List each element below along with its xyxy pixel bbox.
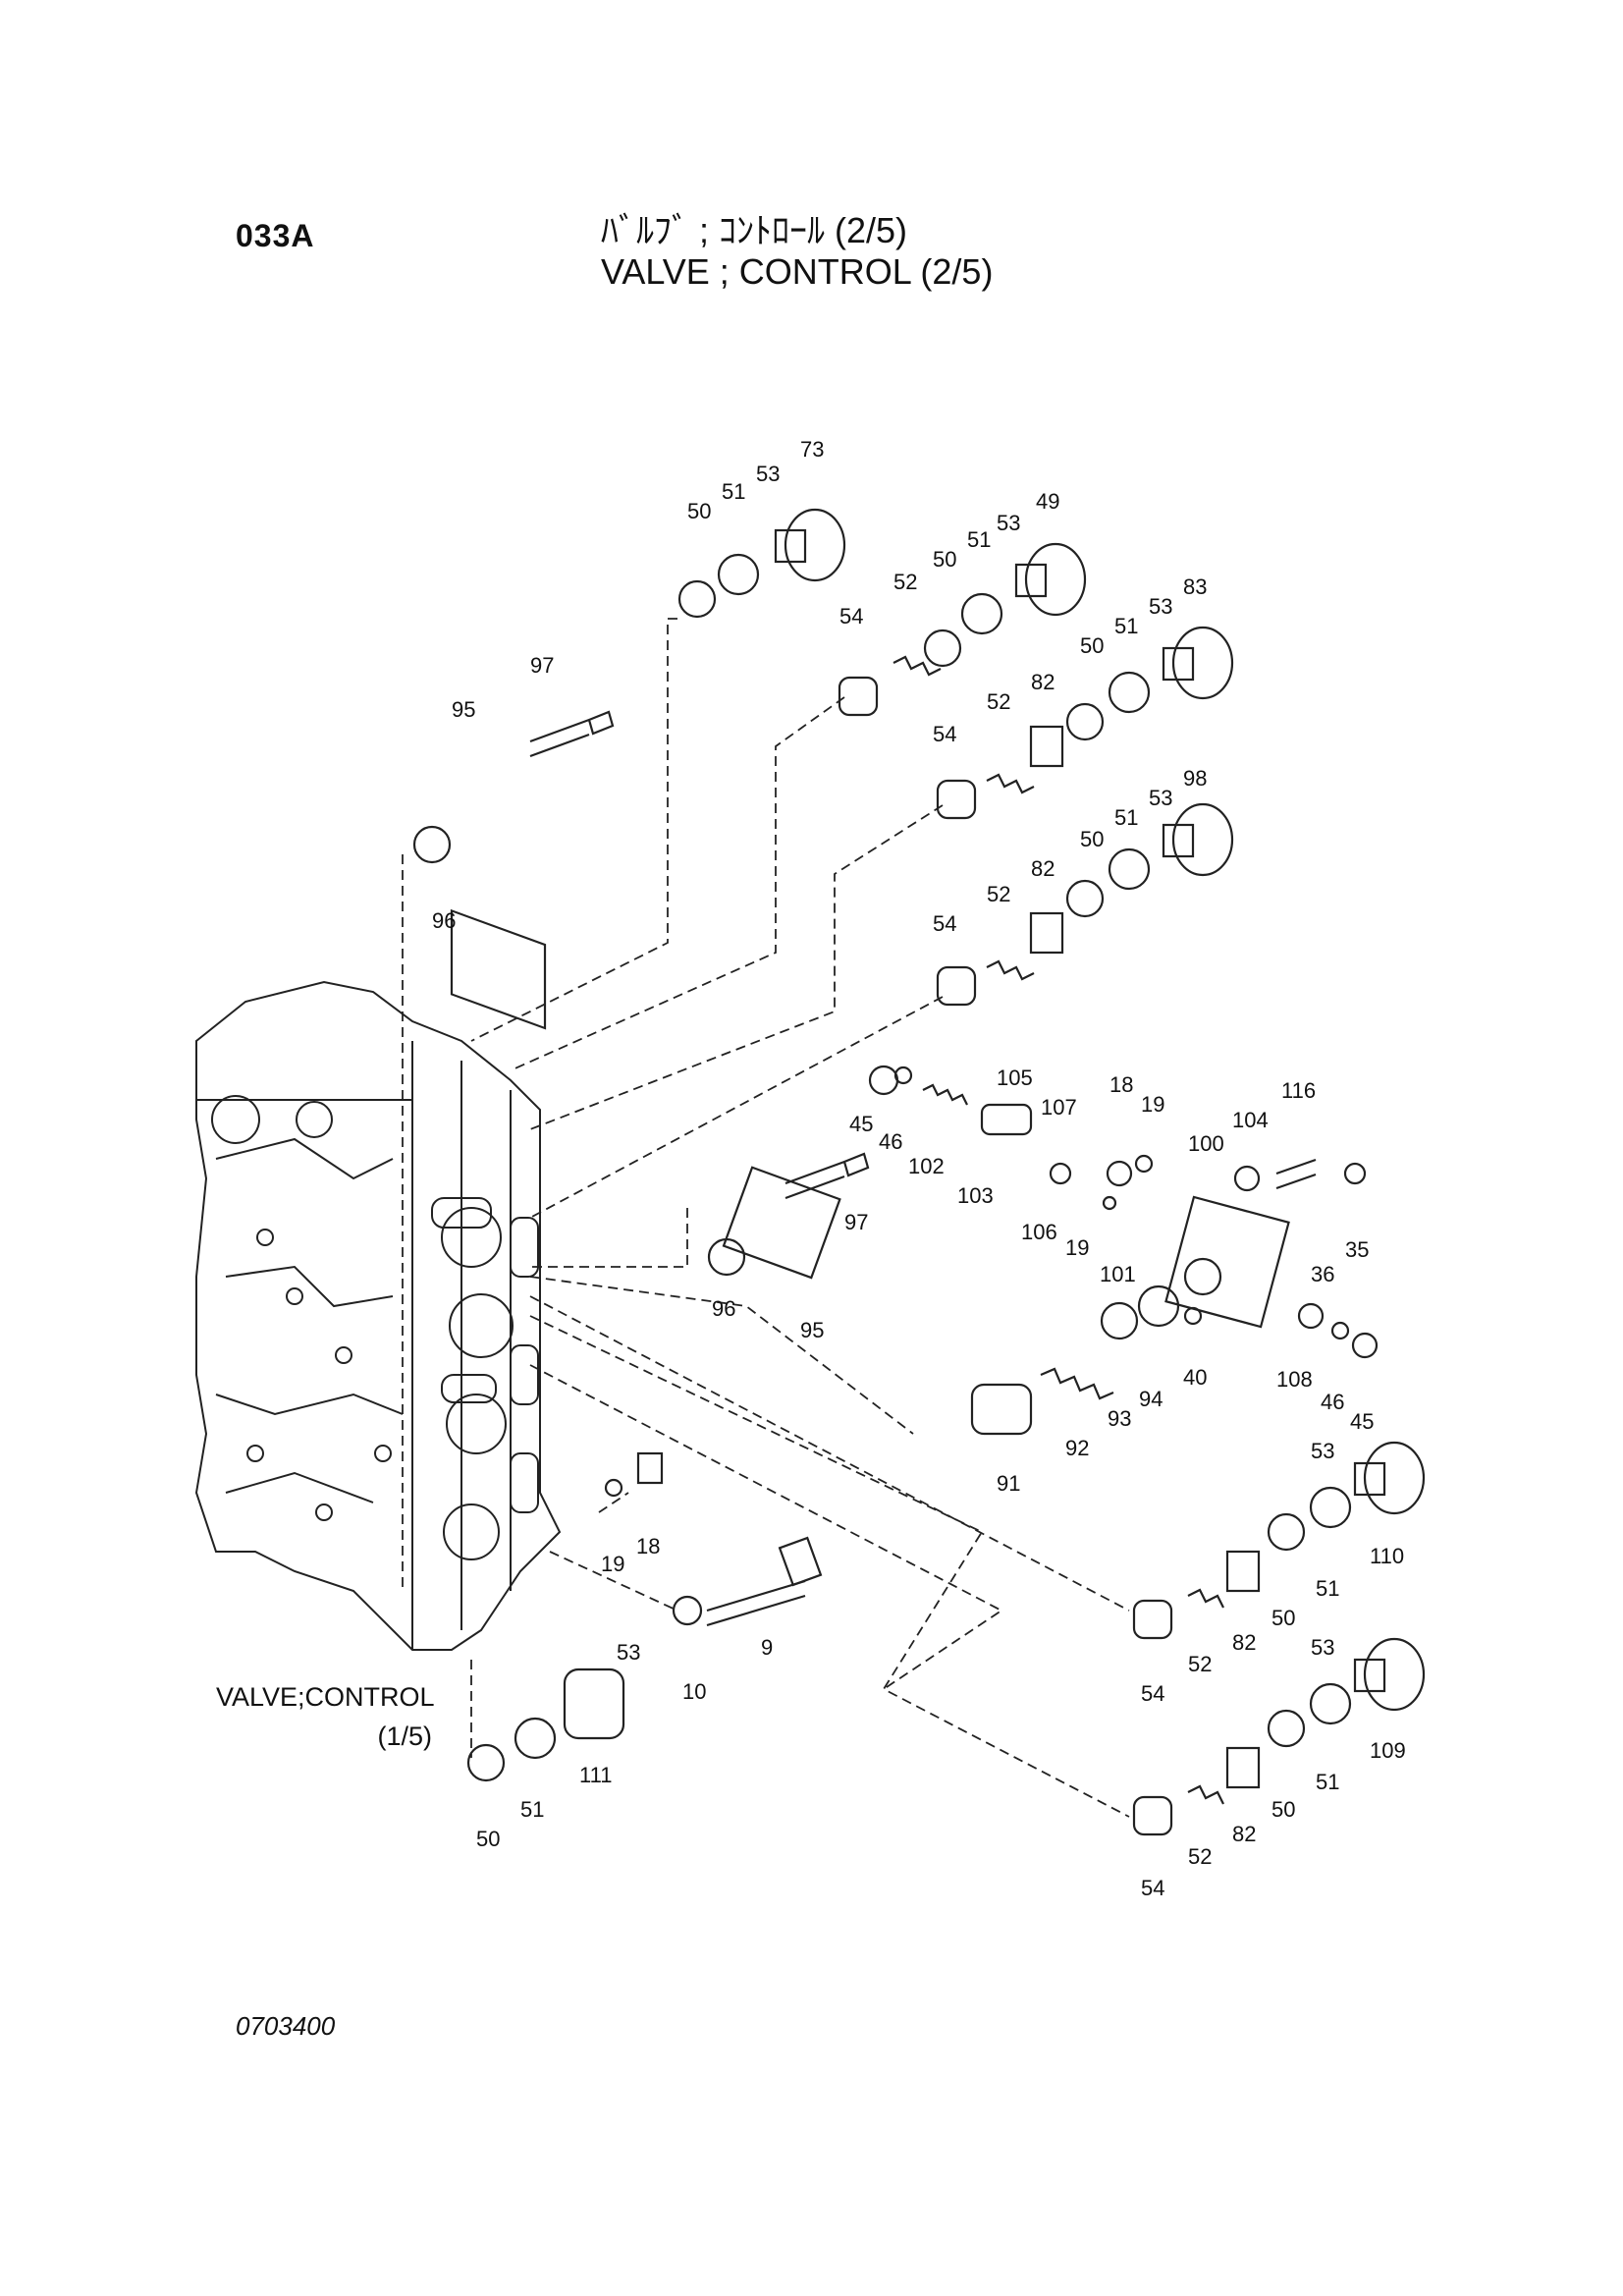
- part-label: 97: [530, 653, 554, 678]
- part-number-labels: 73 53 51 50 49 53 51 50 83 53 51 50 52 5…: [432, 437, 1406, 1900]
- part-label: 96: [712, 1296, 735, 1321]
- part-label: 54: [933, 911, 956, 936]
- part-label: 52: [1188, 1844, 1212, 1869]
- part-label: 10: [682, 1679, 706, 1704]
- part-label: 18: [1109, 1072, 1133, 1097]
- part-label: 50: [476, 1827, 500, 1851]
- part-label: 53: [617, 1640, 640, 1665]
- part-label: 101: [1100, 1262, 1136, 1286]
- part-label: 73: [800, 437, 824, 462]
- reference-line2: (1/5): [377, 1722, 432, 1751]
- reference-line1: VALVE;CONTROL: [216, 1682, 435, 1712]
- part-label: 53: [997, 511, 1020, 535]
- part-label: 51: [967, 527, 991, 552]
- part-label: 52: [987, 689, 1010, 714]
- part-label: 53: [1149, 786, 1172, 810]
- part-label: 54: [1141, 1876, 1164, 1900]
- part-label: 105: [997, 1066, 1033, 1090]
- part-label: 106: [1021, 1220, 1057, 1244]
- part-label: 102: [908, 1154, 945, 1178]
- part-label: 104: [1232, 1108, 1269, 1132]
- part-label: 52: [987, 882, 1010, 906]
- part-label: 54: [839, 604, 863, 629]
- part-label: 19: [1065, 1235, 1089, 1260]
- part-label: 54: [933, 722, 956, 746]
- part-label: 50: [687, 499, 711, 523]
- title-english: VALVE ; CONTROL (2/5): [601, 251, 994, 292]
- part-label: 51: [1114, 614, 1138, 638]
- part-label: 35: [1345, 1237, 1369, 1262]
- part-label: 52: [893, 570, 917, 594]
- part-label: 92: [1065, 1436, 1089, 1460]
- part-label: 95: [800, 1318, 824, 1342]
- document-number: 0703400: [236, 2011, 336, 2041]
- part-label: 96: [432, 908, 456, 933]
- part-label: 111: [579, 1763, 612, 1787]
- part-label: 50: [933, 547, 956, 572]
- part-label: 94: [1139, 1387, 1163, 1411]
- part-label: 9: [761, 1635, 773, 1660]
- part-label: 19: [1141, 1092, 1164, 1117]
- part-label: 82: [1232, 1630, 1256, 1655]
- part-label: 107: [1041, 1095, 1077, 1120]
- part-label: 50: [1271, 1606, 1295, 1630]
- part-label: 109: [1370, 1738, 1406, 1763]
- part-label: 51: [722, 479, 745, 504]
- part-label: 100: [1188, 1131, 1224, 1156]
- part-label: 95: [452, 697, 475, 722]
- part-label: 82: [1232, 1822, 1256, 1846]
- part-label: 51: [1316, 1576, 1339, 1601]
- part-label: 52: [1188, 1652, 1212, 1676]
- part-label: 110: [1370, 1544, 1404, 1568]
- part-label: 50: [1271, 1797, 1295, 1822]
- part-label: 45: [1350, 1409, 1374, 1434]
- part-label: 51: [520, 1797, 544, 1822]
- part-label: 53: [1149, 594, 1172, 619]
- part-label: 53: [756, 462, 780, 486]
- part-label: 93: [1108, 1406, 1131, 1431]
- part-label: 108: [1276, 1367, 1313, 1392]
- part-label: 51: [1316, 1770, 1339, 1794]
- part-label: 50: [1080, 827, 1104, 851]
- part-label: 18: [636, 1534, 660, 1558]
- part-label: 103: [957, 1183, 994, 1208]
- leader-lines: [402, 618, 1130, 1818]
- valve-body-drawing: [194, 980, 562, 1651]
- component-parts: [412, 508, 1426, 1836]
- part-label: 82: [1031, 856, 1055, 881]
- page-code: 033A: [236, 218, 315, 253]
- part-label: 91: [997, 1471, 1020, 1496]
- part-label: 82: [1031, 670, 1055, 694]
- part-label: 51: [1114, 805, 1138, 830]
- part-label: 40: [1183, 1365, 1207, 1390]
- part-label: 53: [1311, 1439, 1334, 1463]
- reference-label: VALVE;CONTROL (1/5): [216, 1677, 435, 1756]
- part-label: 54: [1141, 1681, 1164, 1706]
- part-label: 97: [844, 1210, 868, 1234]
- part-label: 50: [1080, 633, 1104, 658]
- part-label: 19: [601, 1552, 624, 1576]
- part-label: 45: [849, 1112, 873, 1136]
- title-japanese: ﾊﾞﾙﾌﾞ ; ｺﾝﾄﾛｰﾙ (2/5): [601, 210, 908, 250]
- part-label: 116: [1281, 1078, 1316, 1103]
- part-label: 98: [1183, 766, 1207, 791]
- part-label: 46: [1321, 1390, 1344, 1414]
- part-label: 49: [1036, 489, 1059, 514]
- part-label: 36: [1311, 1262, 1334, 1286]
- part-label: 83: [1183, 574, 1207, 599]
- part-label: 53: [1311, 1635, 1334, 1660]
- part-label: 46: [879, 1129, 902, 1154]
